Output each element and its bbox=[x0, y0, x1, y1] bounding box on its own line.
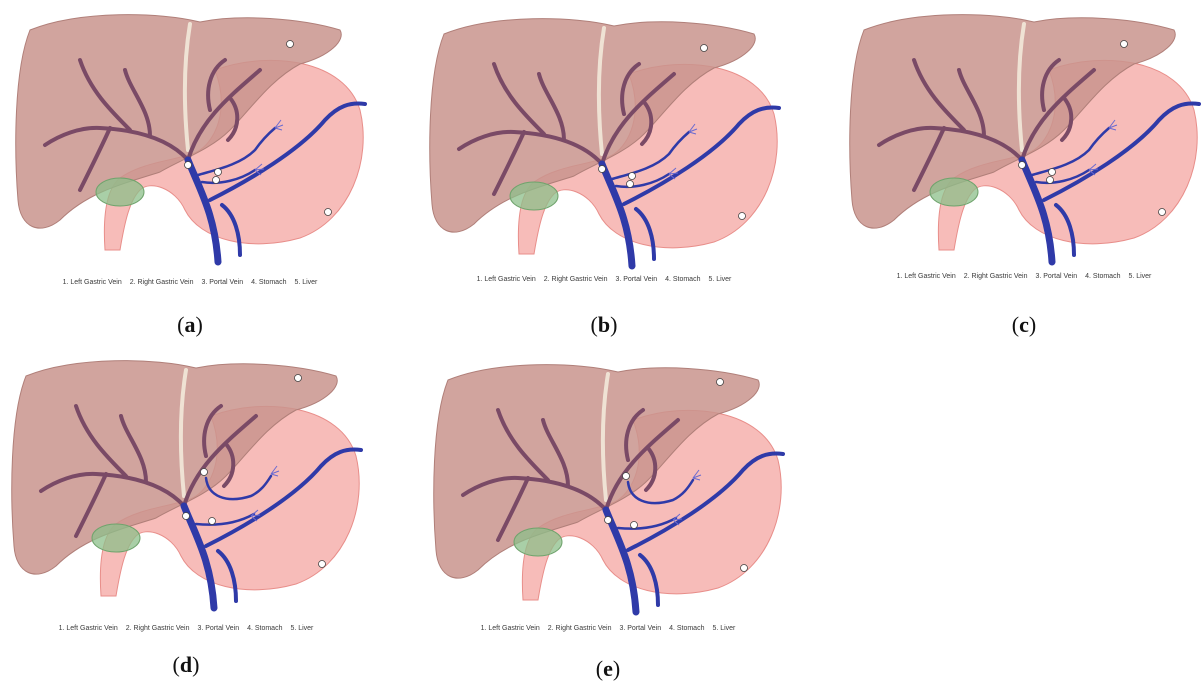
panel-caption: (a) bbox=[0, 312, 380, 338]
label-marker bbox=[201, 469, 208, 476]
anatomy-illustration bbox=[418, 350, 798, 620]
legend: 1. Left Gastric Vein 2. Right Gastric Ve… bbox=[834, 273, 1203, 280]
legend: 1. Left Gastric Vein 2. Right Gastric Ve… bbox=[414, 276, 794, 283]
label-marker bbox=[623, 473, 630, 480]
label-marker bbox=[183, 513, 190, 520]
label-marker bbox=[739, 213, 746, 220]
label-marker bbox=[287, 41, 294, 48]
legend-item: 5. Liver bbox=[1128, 273, 1151, 280]
legend-item: 1. Left Gastric Vein bbox=[481, 625, 540, 632]
label-marker bbox=[1159, 209, 1166, 216]
label-marker bbox=[741, 565, 748, 572]
gallbladder bbox=[930, 178, 978, 206]
legend-item: 1. Left Gastric Vein bbox=[63, 279, 122, 286]
label-marker bbox=[627, 181, 634, 188]
panel-b: 1. Left Gastric Vein 2. Right Gastric Ve… bbox=[414, 4, 794, 334]
panel-caption: (b) bbox=[414, 312, 794, 338]
label-marker bbox=[629, 173, 636, 180]
label-marker bbox=[1047, 177, 1054, 184]
anatomy-illustration bbox=[834, 0, 1203, 270]
panel-d: 1. Left Gastric Vein 2. Right Gastric Ve… bbox=[0, 346, 376, 676]
label-marker bbox=[599, 166, 606, 173]
legend-item: 2. Right Gastric Vein bbox=[548, 625, 612, 632]
legend-item: 4. Stomach bbox=[669, 625, 704, 632]
label-marker bbox=[631, 522, 638, 529]
label-marker bbox=[185, 162, 192, 169]
gallbladder bbox=[92, 524, 140, 552]
legend-item: 2. Right Gastric Vein bbox=[964, 273, 1028, 280]
gallbladder bbox=[514, 528, 562, 556]
legend-item: 5. Liver bbox=[708, 276, 731, 283]
legend-item: 2. Right Gastric Vein bbox=[544, 276, 608, 283]
label-marker bbox=[717, 379, 724, 386]
legend: 1. Left Gastric Vein 2. Right Gastric Ve… bbox=[418, 625, 798, 632]
label-marker bbox=[215, 169, 222, 176]
panel-c: 1. Left Gastric Vein 2. Right Gastric Ve… bbox=[834, 0, 1203, 330]
legend-item: 3. Portal Vein bbox=[619, 625, 661, 632]
panel-caption: (d) bbox=[0, 652, 376, 678]
legend-item: 2. Right Gastric Vein bbox=[126, 625, 190, 632]
legend-item: 4. Stomach bbox=[251, 279, 286, 286]
label-marker bbox=[1049, 169, 1056, 176]
legend-item: 4. Stomach bbox=[1085, 273, 1120, 280]
legend-item: 3. Portal Vein bbox=[197, 625, 239, 632]
anatomy-illustration bbox=[414, 4, 794, 274]
label-marker bbox=[319, 561, 326, 568]
legend-item: 4. Stomach bbox=[665, 276, 700, 283]
gallbladder bbox=[510, 182, 558, 210]
legend-item: 5. Liver bbox=[290, 625, 313, 632]
legend-item: 3. Portal Vein bbox=[201, 279, 243, 286]
legend: 1. Left Gastric Vein 2. Right Gastric Ve… bbox=[0, 279, 380, 286]
legend-item: 1. Left Gastric Vein bbox=[477, 276, 536, 283]
legend-item: 3. Portal Vein bbox=[615, 276, 657, 283]
legend-item: 4. Stomach bbox=[247, 625, 282, 632]
anatomy-illustration bbox=[0, 0, 380, 270]
label-marker bbox=[605, 517, 612, 524]
panel-caption: (c) bbox=[834, 312, 1203, 338]
label-marker bbox=[209, 518, 216, 525]
legend-item: 1. Left Gastric Vein bbox=[897, 273, 956, 280]
legend-item: 3. Portal Vein bbox=[1035, 273, 1077, 280]
label-marker bbox=[325, 209, 332, 216]
label-marker bbox=[295, 375, 302, 382]
legend-item: 5. Liver bbox=[712, 625, 735, 632]
label-marker bbox=[701, 45, 708, 52]
legend-item: 2. Right Gastric Vein bbox=[130, 279, 194, 286]
label-marker bbox=[1019, 162, 1026, 169]
anatomy-illustration bbox=[0, 346, 376, 616]
legend: 1. Left Gastric Vein 2. Right Gastric Ve… bbox=[0, 625, 376, 632]
legend-item: 1. Left Gastric Vein bbox=[59, 625, 118, 632]
panel-caption: (e) bbox=[418, 656, 798, 682]
label-marker bbox=[213, 177, 220, 184]
label-marker bbox=[1121, 41, 1128, 48]
legend-item: 5. Liver bbox=[294, 279, 317, 286]
panel-a: 1. Left Gastric Vein 2. Right Gastric Ve… bbox=[0, 0, 380, 330]
panel-e: 1. Left Gastric Vein 2. Right Gastric Ve… bbox=[418, 350, 798, 680]
gallbladder bbox=[96, 178, 144, 206]
